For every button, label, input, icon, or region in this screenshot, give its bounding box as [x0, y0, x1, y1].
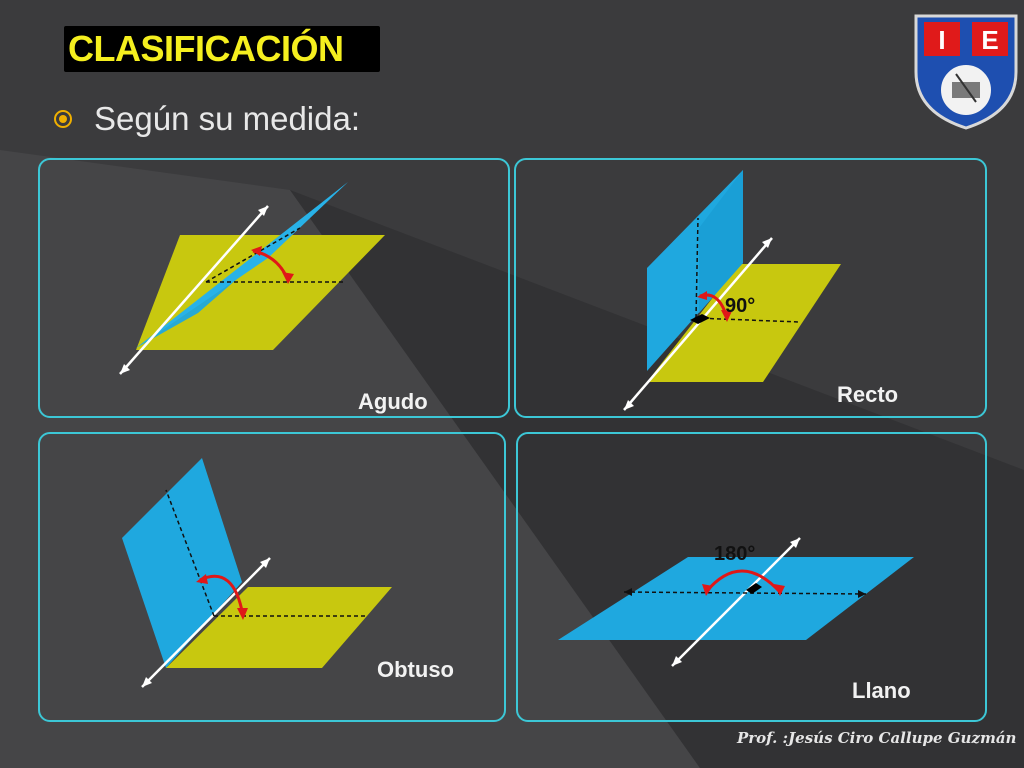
school-logo: I E [914, 14, 1018, 130]
panel-llano [516, 432, 987, 722]
llano-diagram: 180° [558, 537, 914, 667]
recto-angle-value: 90° [725, 295, 755, 317]
recto-diagram: 90° [623, 170, 841, 411]
label-obtuso: Obtuso [377, 657, 454, 682]
panel-agudo [38, 158, 510, 418]
label-agudo: Agudo [358, 389, 428, 414]
bullet-icon [54, 110, 72, 128]
title-highlight [64, 26, 380, 72]
panel-obtuso [38, 432, 506, 722]
label-recto: Recto [837, 382, 899, 407]
slide-title: CLASIFICACIÓN [68, 28, 344, 69]
logo-letter-i: I [938, 25, 945, 55]
llano-angle-value: 180° [714, 543, 755, 565]
footer-credit: Prof. :Jesús Ciro Callupe Guzmán [737, 729, 1017, 747]
slide-subtitle: Según su medida: [94, 100, 361, 137]
logo-letter-e: E [981, 25, 998, 55]
panel-recto [514, 158, 987, 418]
label-llano: Llano [852, 678, 911, 703]
agudo-diagram [119, 182, 385, 375]
obtuso-diagram [122, 458, 392, 688]
